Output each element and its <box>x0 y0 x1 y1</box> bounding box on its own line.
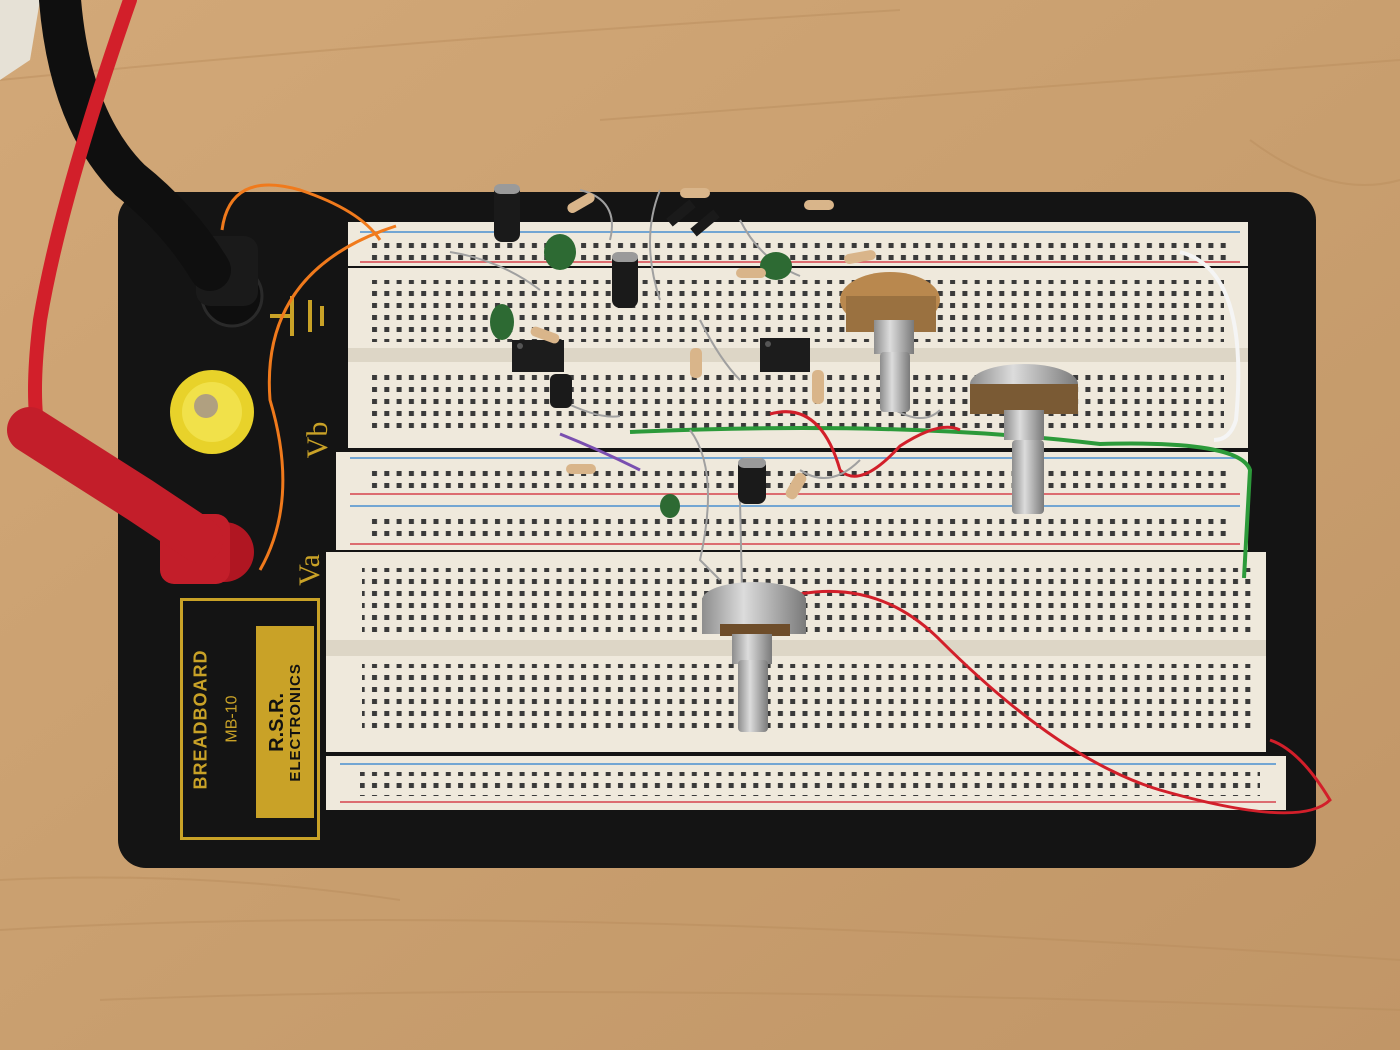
brand-frame <box>180 598 320 840</box>
terminal-holes-1a <box>372 280 1224 342</box>
electrolytic-capacitor-2 <box>612 252 638 308</box>
red-wire-lower <box>799 589 1332 815</box>
terminal-holes-2a <box>362 568 1252 632</box>
paper-sheet <box>0 0 40 80</box>
terminal-holes-1b <box>372 368 1224 430</box>
maker-line-1: R.S.R. <box>265 692 288 752</box>
brand-line-1: BREADBOARD <box>190 649 211 789</box>
potentiometer-bottom <box>702 582 806 732</box>
ceramic-capacitor-2 <box>760 252 792 280</box>
electrolytic-capacitor-1 <box>494 184 520 242</box>
brand-line-2: MB-10 <box>224 695 241 743</box>
yellow-binding-post <box>170 370 254 454</box>
orange-wire-2 <box>258 224 397 571</box>
component-leads <box>449 189 941 591</box>
potentiometer-right <box>970 364 1078 514</box>
brand-model-label: MB-10 <box>218 598 248 840</box>
rail-holes-bottom <box>360 772 1260 796</box>
white-wire <box>1179 250 1241 442</box>
ceramic-capacitor-4 <box>660 494 680 518</box>
resistors <box>530 188 876 500</box>
terminal-holes-2b <box>362 664 1252 728</box>
op-amp-chip-right <box>760 338 810 372</box>
orange-wire-1 <box>220 183 382 241</box>
red-wire-middle <box>769 410 961 478</box>
maker-line-2: ELECTRONICS <box>286 662 304 782</box>
terminal-label-b: Vb <box>301 421 334 459</box>
black-test-lead <box>39 0 231 291</box>
wood-grain <box>0 9 1400 1011</box>
maker-label: R.S.R. ELECTRONICS <box>256 626 314 818</box>
electrolytic-capacitor-4 <box>738 458 766 504</box>
red-test-lead-plug <box>7 407 223 563</box>
electrolytic-capacitor-3 <box>550 374 572 408</box>
purple-wire <box>559 432 641 472</box>
terminal-label-a: Va <box>293 554 326 586</box>
rail-holes-mid2 <box>370 514 1230 538</box>
op-amp-chip-left <box>512 340 564 372</box>
red-test-lead-cable <box>28 0 137 447</box>
diodes <box>666 199 720 237</box>
ceramic-capacitor-1 <box>544 234 576 270</box>
green-wire <box>629 426 1253 579</box>
brand-breadboard-label: BREADBOARD <box>180 598 222 840</box>
center-channel-2 <box>326 640 1266 656</box>
potentiometer-top <box>840 272 940 412</box>
ceramic-capacitor-3 <box>490 304 514 340</box>
